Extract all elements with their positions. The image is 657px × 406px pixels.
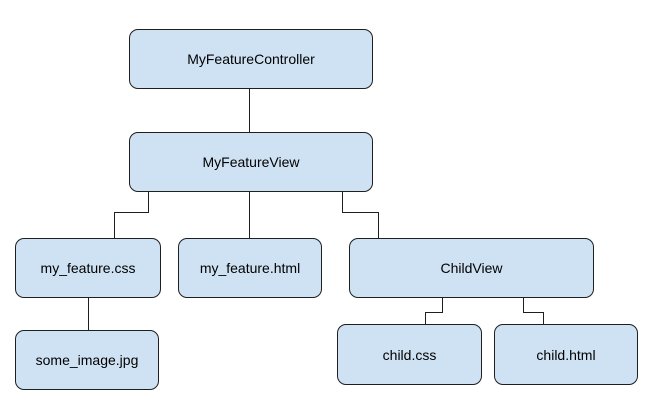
connector-view-feature-css <box>114 192 149 238</box>
node-some-image-jpg: some_image.jpg <box>15 330 159 390</box>
node-label: ChildView <box>440 260 503 276</box>
connector-child-view-child-css <box>425 298 443 324</box>
node-my-feature-html: my_feature.html <box>178 238 322 298</box>
node-my-feature-controller: MyFeatureController <box>129 29 373 89</box>
node-my-feature-css: my_feature.css <box>15 238 161 298</box>
node-my-feature-view: MyFeatureView <box>129 132 373 192</box>
node-child-css: child.css <box>337 324 482 385</box>
node-label: child.html <box>536 346 596 363</box>
node-label: my_feature.css <box>40 260 136 276</box>
connector-view-child-view <box>342 192 379 238</box>
node-label: MyFeatureController <box>187 51 315 67</box>
node-label: MyFeatureView <box>202 154 300 170</box>
node-label: child.css <box>382 346 437 363</box>
node-child-html: child.html <box>494 324 638 385</box>
node-label: some_image.jpg <box>35 352 139 368</box>
node-label: my_feature.html <box>199 260 301 276</box>
connector-child-view-child-html <box>523 298 544 324</box>
node-child-view: ChildView <box>349 238 594 298</box>
